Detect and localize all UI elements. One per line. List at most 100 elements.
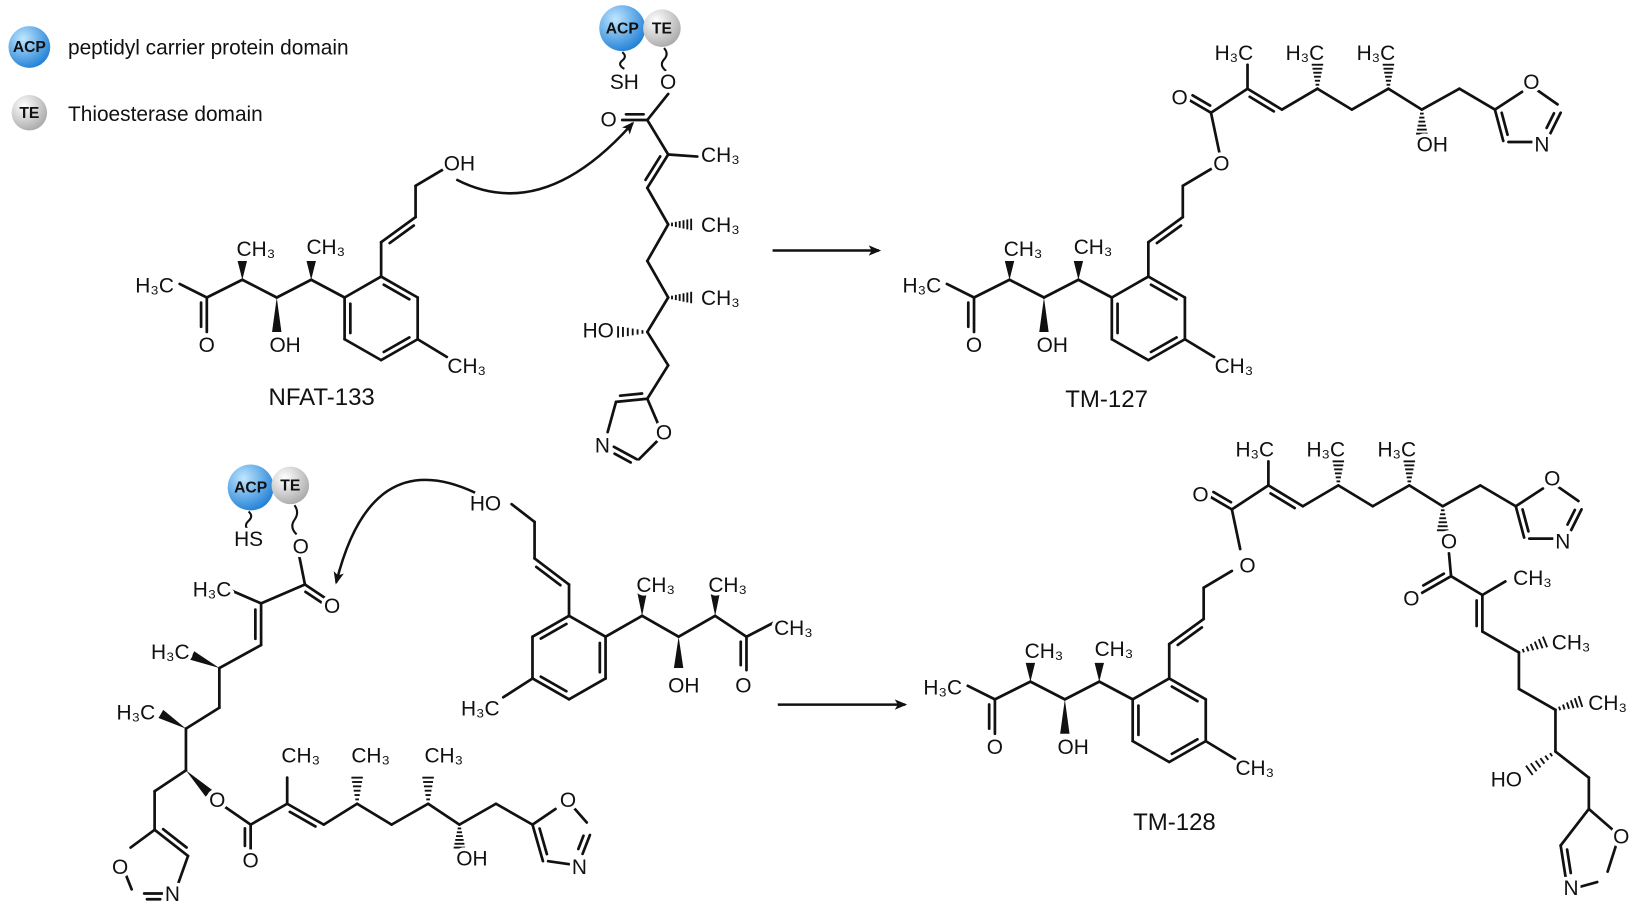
hash-bond xyxy=(1525,646,1530,652)
bond xyxy=(1493,108,1505,143)
bond xyxy=(645,153,670,190)
hash-bond xyxy=(1529,643,1535,651)
wedge-bond xyxy=(1094,662,1104,682)
wavy-bond xyxy=(291,504,299,536)
legend-te: TE Thioesterase domain xyxy=(11,94,263,131)
bond xyxy=(666,153,699,158)
bond xyxy=(570,804,589,824)
bond xyxy=(645,397,662,430)
bond xyxy=(1559,807,1591,847)
wedge-bond xyxy=(1073,260,1084,280)
atom-label-ch3: CH₃ xyxy=(281,744,320,767)
atom-labels: H₃COCH₃OHCH₃CH₃OHH₃COCH₃OHCH₃CH₃OH₃COCH₃… xyxy=(108,38,1633,905)
atom-label-ch3: CH₃ xyxy=(636,574,675,597)
bond xyxy=(1248,95,1276,113)
bond xyxy=(604,614,644,639)
bond xyxy=(1155,224,1183,245)
bond xyxy=(1606,844,1618,873)
bond xyxy=(343,337,383,362)
bond xyxy=(1167,617,1206,646)
bond xyxy=(1176,626,1204,647)
wedge-bond xyxy=(637,592,647,616)
atom-label-o: O xyxy=(601,109,617,132)
wedge-bond xyxy=(1060,699,1070,734)
atom-label-o: O xyxy=(199,334,215,357)
bond xyxy=(1514,504,1526,539)
bond xyxy=(322,802,359,826)
bond xyxy=(379,275,420,299)
acp-badge-text: ACP xyxy=(13,39,46,56)
bond xyxy=(510,502,536,524)
bond xyxy=(178,282,209,299)
wavy-bond xyxy=(244,510,253,532)
atom-label-ch3: CH₃ xyxy=(1513,567,1552,590)
bond xyxy=(1170,685,1199,703)
te-badge-text: TE xyxy=(652,20,672,37)
wedge-bond xyxy=(1039,297,1049,332)
wedge-bond xyxy=(1004,260,1015,280)
bond xyxy=(533,557,571,586)
bond xyxy=(1407,484,1445,508)
bond xyxy=(531,677,571,701)
atom-label-ch3: CH₃ xyxy=(447,355,486,378)
hash-bond xyxy=(1569,699,1575,709)
bond xyxy=(1569,508,1583,532)
bond xyxy=(645,223,670,263)
atom-label-ch3: CH₃ xyxy=(307,236,346,259)
atom-label-o: O xyxy=(1441,530,1457,553)
atom-label-o: O xyxy=(1172,87,1188,110)
bond xyxy=(1170,737,1199,756)
bond xyxy=(576,834,585,851)
bond xyxy=(645,363,670,401)
bond xyxy=(1517,687,1557,712)
bond xyxy=(567,677,607,701)
wedge-bond xyxy=(710,592,720,616)
bond xyxy=(426,802,461,826)
bond xyxy=(153,768,188,793)
bond xyxy=(1097,680,1135,701)
atom-label-ch3: CH₃ xyxy=(1095,638,1134,661)
bond xyxy=(1230,508,1242,551)
atom-label-ch3: CH₃ xyxy=(701,214,740,237)
bond xyxy=(1481,580,1507,597)
bond xyxy=(1521,508,1530,533)
bond xyxy=(1559,844,1568,881)
bond xyxy=(1458,87,1497,111)
bond xyxy=(606,400,618,434)
bond xyxy=(230,589,263,605)
wedge-bond xyxy=(185,770,213,797)
bond xyxy=(534,565,562,587)
bond xyxy=(1063,680,1101,701)
bond xyxy=(1387,87,1424,111)
bond xyxy=(644,155,662,182)
bond xyxy=(222,804,253,826)
wedge-bond xyxy=(306,260,316,280)
bond xyxy=(531,823,545,863)
atom-label-hs: HS xyxy=(234,528,263,551)
atom-label-o: O xyxy=(656,422,672,445)
bond xyxy=(645,296,670,334)
bond xyxy=(1587,807,1615,832)
bond xyxy=(613,452,633,464)
te-domain-icon xyxy=(11,94,48,131)
atom-label-h3c: H₃C xyxy=(135,275,174,298)
bond xyxy=(1191,93,1212,107)
bond xyxy=(458,802,498,826)
atom-label-ch3: CH₃ xyxy=(1004,238,1043,261)
bond xyxy=(1131,677,1171,701)
bond xyxy=(309,278,346,299)
wedge-bond xyxy=(673,636,684,669)
bond xyxy=(1269,492,1297,510)
acp-domain-icon xyxy=(227,464,274,511)
atom-label-ho: HO xyxy=(583,319,614,342)
atom-label-h3c: H₃C xyxy=(1286,42,1325,65)
bond xyxy=(390,802,430,826)
bond xyxy=(531,807,557,826)
bond xyxy=(184,706,221,730)
atom-label-ch3: CH₃ xyxy=(1074,236,1113,259)
bond xyxy=(1441,484,1482,508)
bond xyxy=(614,397,649,404)
hash-bond xyxy=(1542,636,1549,648)
bond xyxy=(285,802,326,826)
hash-bond xyxy=(1566,702,1570,710)
